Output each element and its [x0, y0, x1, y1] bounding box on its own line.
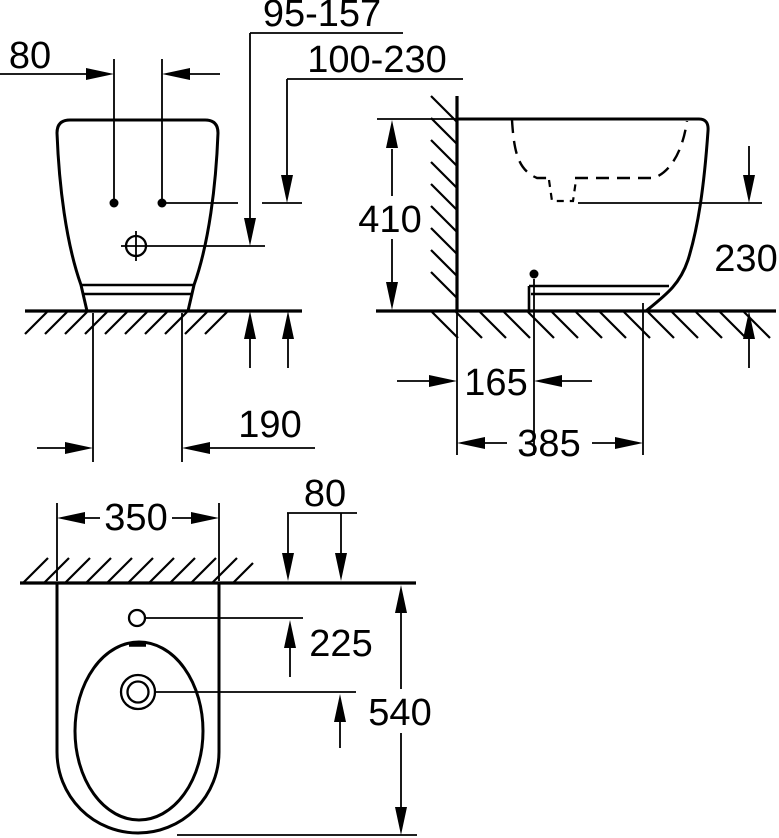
dim-top-drain-from-wall: 225: [309, 623, 372, 665]
fixing-hole-left: [109, 198, 119, 208]
dim-80-top-arrowheads: [282, 553, 347, 581]
dim-top-width: 350: [104, 497, 167, 539]
side-wall-hatch: [430, 95, 458, 299]
side-view: 410 230 165 385: [358, 95, 778, 465]
dim-385-lines: [485, 303, 644, 455]
dim-95-157-leader: [249, 32, 403, 368]
dim-95-157-arrowheads: [244, 218, 256, 339]
side-floor-hatch: [431, 311, 771, 339]
fixing-hole-right: [157, 198, 167, 208]
top-bidet-outline: [55, 583, 221, 835]
drain-inner-circle: [126, 680, 150, 704]
dim-540-arrowheads: [395, 585, 407, 835]
tap-hole: [127, 608, 147, 628]
dim-side-fixing-from-wall: 165: [464, 362, 527, 404]
front-bidet-outline: [55, 118, 220, 312]
dim-225-arrowheads: [284, 620, 296, 648]
dim-80-lines: [0, 59, 220, 199]
side-fixing-hole: [529, 269, 539, 279]
dim-side-height: 410: [358, 199, 421, 241]
dim-side-outlet-height: 230: [714, 238, 777, 280]
dim-100-230-leader: [286, 78, 463, 368]
dim-350-lines: [56, 503, 220, 581]
dim-front-fixing-height-range: 100-230: [307, 39, 446, 81]
water-inlet-crosshair: [121, 231, 265, 261]
dim-front-hole-spacing: 80: [9, 35, 51, 77]
side-plinth-lines: [527, 284, 669, 311]
drain-outer-circle: [119, 673, 157, 711]
side-drain-trap-hidden: [547, 179, 578, 203]
dim-165-lines: [397, 313, 592, 455]
front-view: 80 95-157 100-230 190: [0, 0, 463, 462]
dim-100-230-arrowheads: [281, 175, 294, 339]
dim-165-arrowheads: [429, 375, 562, 387]
side-bowl-hidden-outline: [510, 119, 689, 180]
dim-front-footprint-width: 190: [238, 404, 301, 446]
top-view: 350 80 225 540: [20, 473, 432, 836]
dim-540-lines: [177, 613, 417, 836]
dim-side-footprint-depth: 385: [517, 423, 580, 465]
dim-540-callout-arrowhead: [334, 694, 346, 722]
dim-80-arrowheads: [86, 68, 190, 80]
dim-top-tap-hole-from-wall: 80: [304, 473, 346, 515]
front-plinth-lines: [82, 283, 193, 296]
dim-190-arrowheads: [65, 442, 210, 454]
top-bowl-outline: [73, 640, 205, 822]
dim-80-top-lines: [287, 512, 357, 553]
side-bidet-profile: [457, 117, 710, 313]
dim-190-lines: [37, 313, 315, 462]
dim-410-lines: [377, 118, 456, 282]
dim-front-inlet-height-range: 95-157: [263, 0, 381, 35]
dim-top-depth: 540: [368, 692, 431, 734]
front-floor-hatch: [24, 311, 228, 335]
